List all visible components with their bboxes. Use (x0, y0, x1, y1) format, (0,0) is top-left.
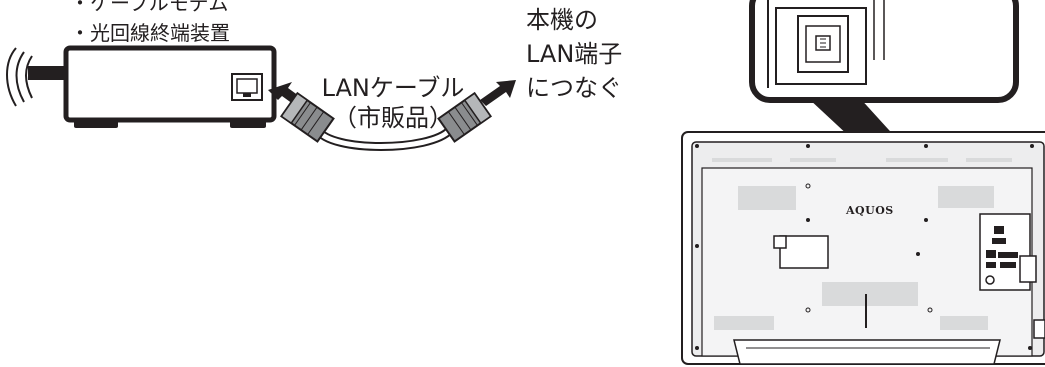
lan-cable-icon (280, 91, 492, 151)
incoming-cable (28, 66, 68, 80)
lan-port-icon (231, 73, 263, 101)
cable-label-name: LANケーブル (321, 74, 465, 102)
arrow-icon (480, 80, 516, 106)
instruction-line-2: LAN端子 (526, 40, 623, 68)
cable-label-note: （市販品） (333, 104, 453, 132)
tv-back-icon (681, 131, 1045, 365)
instruction-line-3: につなぐ (526, 74, 622, 102)
device-list-item-cable-modem: ・ケーブルモデム (70, 0, 229, 15)
signal-lines-icon (6, 47, 33, 107)
instruction-line-1: 本機の (526, 6, 598, 34)
tv-brand-logo: AQUOS (846, 204, 894, 217)
device-list-item-optical-terminal: ・光回線終端装置 (70, 21, 230, 45)
modem-icon (63, 45, 277, 128)
